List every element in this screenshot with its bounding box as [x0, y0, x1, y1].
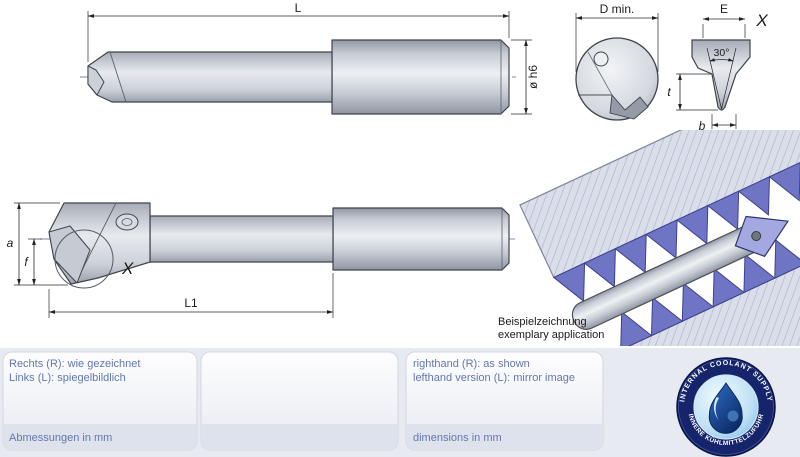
side-view-top: L ø h6	[80, 1, 540, 115]
angle-annotation	[706, 47, 737, 110]
footer-english-line2: lefthand version (L): mirror image	[413, 372, 575, 384]
tool-shank	[332, 207, 510, 271]
cutting-insert	[48, 225, 91, 284]
thread-profile-lower	[620, 195, 800, 346]
drop-highlight	[713, 397, 719, 420]
thread-profile-upper	[552, 132, 800, 303]
dim-tip-width-label: b	[699, 119, 706, 133]
detail-view-x: 30° E X t b	[667, 2, 768, 133]
dimension-L1	[48, 273, 334, 318]
footer-english-line1: righthand (R): as shown	[413, 358, 530, 370]
footer-german-line1: Rechts (R): wie gezeichnet	[9, 358, 140, 370]
dimension-f	[28, 238, 42, 286]
footer: Rechts (R): wie gezeichnet Links (L): sp…	[0, 348, 800, 457]
application-illustration	[519, 130, 800, 346]
coolant-hole	[593, 51, 609, 67]
dim-shank-dia-label: ø h6	[526, 65, 540, 89]
dim-tip-drop-label: f	[24, 255, 29, 269]
application-insert-screw	[751, 231, 762, 241]
dim-width-label: E	[720, 2, 728, 16]
tool-neck	[87, 51, 333, 103]
footer-units-band	[3, 424, 603, 450]
dimension-D-min	[575, 13, 659, 72]
dimension-L	[87, 11, 510, 62]
dimension-a	[14, 202, 68, 286]
dimension-shank-dia	[511, 39, 532, 115]
detail-x-title: X	[755, 11, 768, 30]
footer-german-units: Abmessungen in mm	[9, 432, 112, 444]
footer-english-units: dimensions in mm	[413, 432, 502, 444]
dim-bore-label: D min.	[600, 2, 635, 16]
tool-shank	[331, 39, 510, 115]
application-caption-en: exemplary application	[498, 329, 604, 341]
angle-label: 30°	[714, 47, 730, 59]
drop-swirl	[727, 410, 739, 422]
cutting-tip	[87, 65, 105, 96]
insert-pocket	[609, 93, 649, 120]
dimension-E	[702, 17, 746, 38]
dim-length-label: L	[295, 1, 302, 15]
application-caption-de: Beispielzeichnung	[498, 316, 587, 328]
internal-coolant-badge: INTERNAL COOLANT SUPPLY INNERE KÜHLMITTE…	[676, 357, 776, 457]
detail-x-ref: X	[121, 259, 134, 278]
side-view-bottom: X a f L1	[7, 202, 516, 318]
dim-reach-label: L1	[184, 296, 198, 310]
tool-neck	[149, 215, 334, 263]
dim-height-label: a	[7, 236, 14, 250]
dim-depth-label: t	[667, 85, 671, 99]
detail-circle	[54, 229, 114, 289]
end-view: D min.	[575, 2, 659, 121]
clamp-screw	[115, 213, 139, 231]
dimension-b	[711, 114, 737, 129]
dimension-t	[676, 73, 718, 111]
footer-german-line2: Links (L): spiegelbildlich	[9, 372, 126, 384]
application-insert	[734, 215, 789, 258]
